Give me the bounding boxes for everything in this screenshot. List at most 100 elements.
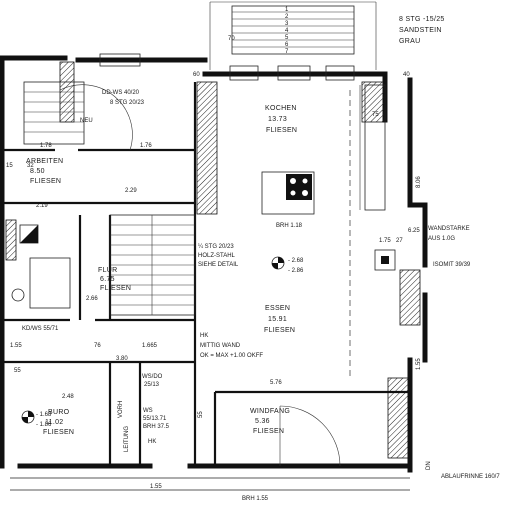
room-floor: FLIESEN <box>266 127 297 134</box>
door-swing <box>279 405 341 467</box>
dimension: 8.06 <box>416 176 422 188</box>
leitung-label: LEITUNG <box>124 426 130 452</box>
dimension: 1.665 <box>142 343 158 349</box>
room-area: 8.50 <box>30 168 45 175</box>
room-area: 6.75 <box>100 276 115 283</box>
hk-label: HK <box>148 439 156 445</box>
wall-hatch <box>196 81 218 215</box>
dimension: 27 <box>396 238 403 244</box>
shaft-fill <box>20 225 38 243</box>
level-value: - 2.68 <box>288 258 304 264</box>
dimension: 1.75 <box>379 238 391 244</box>
material-label: SANDSTEIN <box>399 27 442 34</box>
room-name: KOCHEN <box>265 105 297 112</box>
chimney <box>374 249 396 271</box>
kitchen-counter <box>359 84 386 211</box>
dimension: 55 <box>198 411 204 418</box>
ws-do-size: 25/13 <box>144 382 160 388</box>
hk-label: MITTIG WAND <box>200 343 241 349</box>
windows <box>99 53 355 81</box>
dimension: 6.25 <box>408 228 420 234</box>
bath-fixture <box>29 257 71 309</box>
ablauf-label: ABLAUFRINNE 160/7 <box>441 474 500 480</box>
step-number: 3 <box>285 21 289 27</box>
hk-label: HK <box>200 333 208 339</box>
dimension: 1.55 <box>10 343 22 349</box>
wall-hatch <box>361 81 385 123</box>
wall-note: WANDSTARKE <box>428 226 470 232</box>
hk-label: OK = MAX +1.00 OKFF <box>200 353 263 359</box>
outside-stair <box>209 1 377 70</box>
neu-label: NEU <box>80 118 93 124</box>
kd-ws-label: KD/WS 55/71 <box>22 326 59 332</box>
wall-hatch <box>399 269 421 326</box>
step-number: 6 <box>285 42 289 48</box>
level-marker <box>271 256 285 270</box>
dimension: 1.55 <box>416 358 422 370</box>
step-number: 1 <box>285 7 289 13</box>
wc-icon <box>11 288 25 302</box>
dimension: 75 <box>372 112 379 118</box>
main-stair <box>109 214 196 316</box>
stair-label: SIEHE DETAIL <box>198 262 239 268</box>
ws-label: WS <box>143 408 153 414</box>
dd-ws-label: DD-WS 40/20 <box>102 90 140 96</box>
level-value: - 2.86 <box>288 268 304 274</box>
dimension: 40 <box>403 72 410 78</box>
level-marker <box>21 410 35 424</box>
dimension: 1.78 <box>40 143 52 149</box>
wall-hatch <box>5 219 17 261</box>
outside-stair-label: 8 STG -15/25 <box>399 16 445 23</box>
isomit-label: ISOMIT 39/39 <box>433 262 471 268</box>
room-floor: FLIESEN <box>100 285 131 292</box>
kitchen-island <box>261 171 315 215</box>
stair-label: ¼ STG 20/23 <box>198 244 234 250</box>
dimension: 3.80 <box>116 356 128 362</box>
stair-label: HOLZ-STAHL <box>198 253 236 259</box>
room-name: ARBEITEN <box>26 158 63 165</box>
room-name: ESSEN <box>265 305 290 312</box>
dimension: 2.48 <box>62 394 74 400</box>
room-floor: FLIESEN <box>30 178 61 185</box>
brh-label: BRH 37.5 <box>143 424 170 430</box>
room-name: WINDFANG <box>250 408 290 415</box>
stair-label: 8 STG 20/23 <box>110 100 145 106</box>
dimension: 15 <box>6 163 13 169</box>
dimension: 60 <box>193 72 200 78</box>
material-label: GRAU <box>399 38 420 45</box>
upper-stair <box>23 81 133 151</box>
step-number: 2 <box>285 14 289 20</box>
room-floor: FLIESEN <box>43 429 74 436</box>
dimension: 1.76 <box>140 143 152 149</box>
room-area: 13.73 <box>268 116 287 123</box>
dimension: 2.29 <box>125 188 137 194</box>
ws-do-label: WS/DO <box>142 374 163 380</box>
dimension: 70 <box>228 36 235 42</box>
room-floor: FLIESEN <box>264 327 295 334</box>
dimension: 2.66 <box>86 296 98 302</box>
dimension: 76 <box>94 343 101 349</box>
dimension: 1.55 <box>150 484 162 490</box>
level-value: - 1.68 <box>36 412 52 418</box>
dimension: 32 <box>27 163 34 169</box>
room-area: 5.36 <box>255 418 270 425</box>
chimney-core <box>381 256 389 264</box>
brh-label: BRH 1.18 <box>276 223 303 229</box>
vorh-label: VORH <box>118 401 124 418</box>
wall-hatch <box>387 377 409 459</box>
level-value: - 1.86 <box>36 422 52 428</box>
step-number: 5 <box>285 35 289 41</box>
dimension: 5.76 <box>270 380 282 386</box>
room-floor: FLIESEN <box>253 428 284 435</box>
room-name: BURO <box>48 409 70 416</box>
step-number: 7 <box>285 49 289 55</box>
room-name: FLUR <box>98 267 117 274</box>
dimension: 2.19 <box>36 203 48 209</box>
room-area: 11.02 <box>45 419 64 426</box>
outer-walls <box>0 55 428 473</box>
step-number: 4 <box>285 28 289 34</box>
dimension: 55 <box>14 368 21 374</box>
brh-bottom: BRH 1.55 <box>242 496 269 502</box>
ws-size: 55/13.71 <box>143 416 167 422</box>
